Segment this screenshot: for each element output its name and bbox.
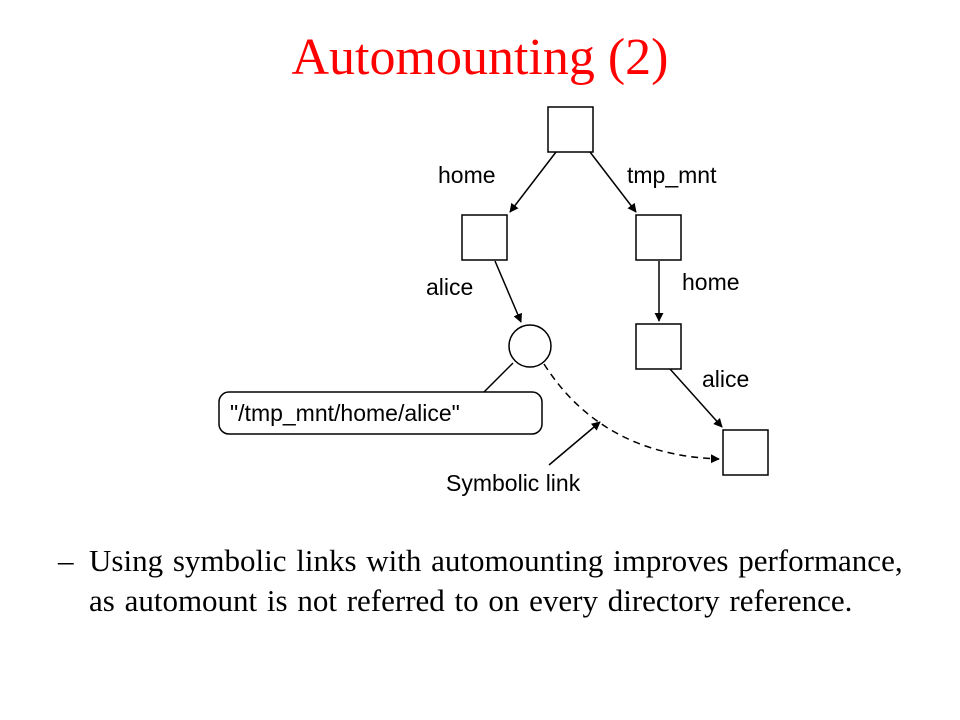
symlink-target-text: "/tmp_mnt/home/alice"	[230, 400, 460, 426]
edge-root-home	[509, 151, 557, 213]
tmp-mnt-node	[635, 214, 682, 261]
bullet-marker: –	[58, 543, 74, 578]
symbolic-link-pointer	[548, 421, 601, 466]
bullet-text: Using symbolic links with automounting i…	[89, 543, 903, 618]
edge-label-home-right: home	[682, 269, 740, 295]
alice-target-node	[722, 429, 769, 476]
home-node	[461, 214, 508, 261]
slide-title: Automounting (2)	[291, 29, 669, 86]
edge-label-tmp-mnt: tmp_mnt	[627, 162, 717, 188]
edge-root-tmp-mnt	[589, 151, 637, 213]
edge-label-alice-left: alice	[426, 274, 473, 300]
tmp-mnt-home-node	[635, 323, 682, 370]
edge-home-alice-right	[669, 368, 723, 428]
symbolic-link-label: Symbolic link	[446, 470, 581, 496]
callout-connector	[483, 362, 514, 393]
root-node	[547, 106, 594, 153]
symlink-node	[508, 324, 552, 368]
edge-home-alice	[494, 260, 522, 323]
edge-label-home: home	[438, 162, 496, 188]
symlink-target-box	[218, 391, 543, 435]
edge-label-alice-right: alice	[702, 366, 749, 392]
symbolic-link-path	[543, 363, 720, 464]
